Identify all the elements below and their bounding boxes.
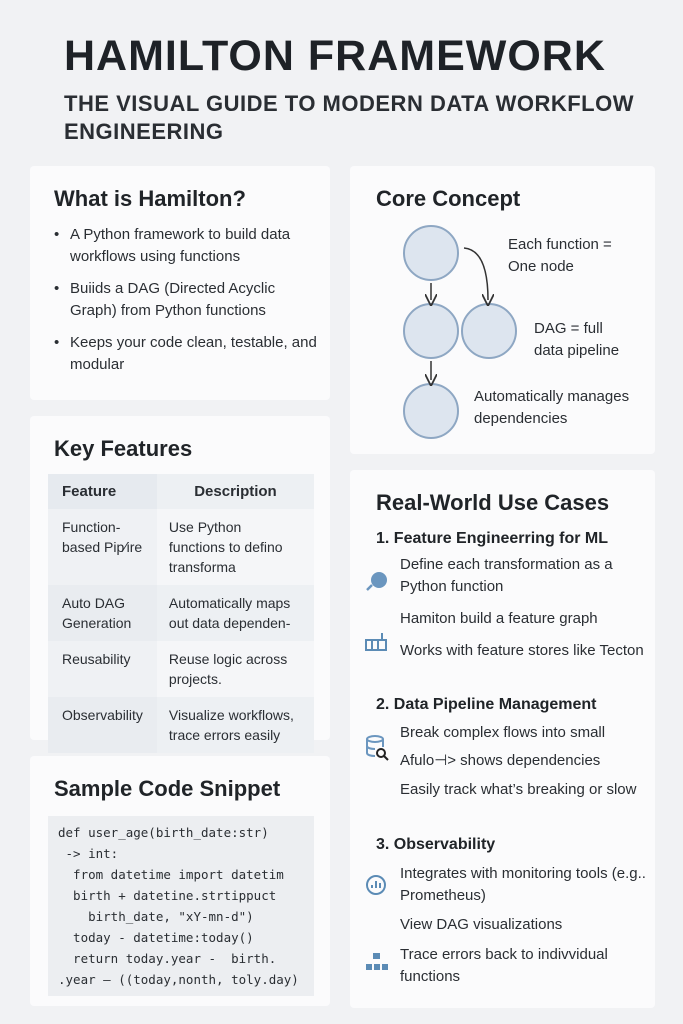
what-list: A Python framework to build data workflo… [54, 224, 324, 386]
what-is-hamilton-card: What is Hamilton? A Python framework to … [30, 166, 330, 400]
section-title: Core Concept [376, 186, 521, 211]
dag-node [403, 225, 459, 281]
feature-graph-icon [365, 633, 387, 651]
use-case-heading: 3. Observability [376, 836, 496, 853]
page-title: HAMILTON FRAMEWORK [64, 32, 606, 80]
dag-node [403, 303, 459, 359]
use-case-text: Afulo⊣> shows dependencies [400, 752, 601, 769]
use-case-text: Hamiton build a feature graph [400, 610, 598, 627]
dag-edges [350, 247, 655, 454]
column-header: Feature [48, 474, 157, 509]
node-label: Each function = One node [508, 236, 612, 275]
list-item: Buiids a DAG (Directed Acyclic Graph) fr… [54, 278, 324, 322]
use-case-text: Define each transformation as a Python f… [400, 556, 613, 595]
core-concept-card: Core Concept Each function = One node DA… [350, 166, 655, 454]
use-case-heading: 1. Feature Engineerring for ML [376, 530, 609, 547]
description-cell: Automatically maps out data dependen- [156, 585, 314, 641]
sample-code-card: Sample Code Snippet def user_age(birth_d… [30, 756, 330, 1006]
monitoring-icon [366, 875, 386, 895]
list-item: Keeps your code clean, testable, and mod… [54, 332, 324, 376]
description-cell: Visualize workflows, trace errors easily [156, 697, 314, 753]
use-cases-card: Real-World Use Cases 1. Feature Engineer… [350, 470, 655, 1008]
section-title: Sample Code Snippet [54, 776, 281, 801]
section-title: What is Hamilton? [54, 186, 246, 211]
hierarchy-icon [366, 953, 388, 970]
description-cell: Use Python functions to defino transform… [156, 509, 314, 585]
dag-node [403, 383, 459, 439]
use-case-text: Trace errors back to indivvidual functio… [400, 946, 608, 985]
use-case-text: View DAG visualizations [400, 916, 563, 933]
feature-cell: Observability [48, 697, 157, 753]
feature-cell: Function-based Pip⁄ire [48, 509, 157, 585]
chat-search-icon [366, 572, 387, 591]
page-subtitle: THE VISUAL GUIDE TO MODERN DATA WORKFLOW… [64, 91, 634, 144]
use-case-text: Works with feature stores like Tecton [400, 642, 644, 659]
use-case-text: Break complex flows into small [400, 724, 606, 741]
description-cell: Reuse logic across projects. [156, 641, 314, 697]
dependencies-label: Automatically manages dependencies [474, 388, 630, 427]
use-case-text: Easily track what’s breaking or slow [400, 781, 637, 798]
code-block: def user_age(birth_date:str) -> int: fro… [48, 816, 314, 996]
section-title: Key Features [54, 436, 193, 461]
use-case-text: Integrates with monitoring tools (e.g.. … [400, 865, 646, 904]
list-item: A Python framework to build data workflo… [54, 224, 324, 268]
feature-cell: Auto DAG Generation [48, 585, 157, 641]
feature-cell: Reusability [48, 641, 157, 697]
database-search-icon [366, 735, 389, 761]
column-header: Description [156, 474, 314, 509]
use-case-heading: 2. Data Pipeline Management [376, 696, 597, 713]
dag-label: DAG = full data pipeline [534, 320, 620, 359]
section-title: Real-World Use Cases [376, 490, 610, 515]
